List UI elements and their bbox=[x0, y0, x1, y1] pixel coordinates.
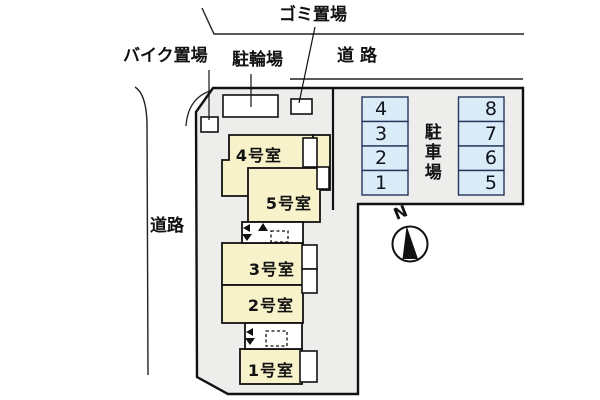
north-needle-edge bbox=[402, 226, 408, 260]
building-block-room3 bbox=[221, 242, 304, 286]
parking-space-7: 7 bbox=[484, 122, 497, 145]
room-label-5: 5号室 bbox=[265, 194, 313, 213]
parking-space-6: 6 bbox=[484, 147, 497, 169]
building-block-room5 bbox=[247, 167, 321, 223]
road-edge-top-upper bbox=[201, 7, 524, 35]
building-block-room1 bbox=[239, 348, 303, 385]
parking-cell-7 bbox=[457, 120, 505, 147]
parking-cell-5 bbox=[457, 169, 505, 196]
arrow-down-icon bbox=[245, 338, 255, 345]
parking-space-5: 5 bbox=[484, 171, 497, 194]
parking-cells bbox=[361, 96, 505, 196]
room-label-1: 1号室 bbox=[247, 361, 295, 380]
parking-lot-label: 駐車場 bbox=[420, 123, 441, 183]
stair-dashed-box bbox=[270, 230, 289, 243]
parking-cell-8 bbox=[457, 96, 505, 123]
entrance-notch bbox=[316, 166, 330, 190]
road-edge-left bbox=[134, 86, 149, 376]
garbage-area-label: ゴミ置場 bbox=[279, 5, 347, 25]
entrance-notch bbox=[299, 350, 318, 383]
north-needle-icon bbox=[403, 227, 418, 259]
room-label-3: 3号室 bbox=[248, 260, 296, 279]
bicycle-area-label: 駐輪場 bbox=[232, 50, 283, 70]
parking-space-2: 2 bbox=[374, 147, 388, 169]
parking-cell-1 bbox=[361, 169, 409, 196]
garbage-box bbox=[290, 98, 313, 115]
parking-space-8: 8 bbox=[484, 98, 497, 120]
entrance-notches bbox=[299, 137, 330, 383]
parking-cell-3 bbox=[361, 120, 409, 147]
garbage-leader-line bbox=[298, 26, 316, 104]
parking-space-1: 1 bbox=[374, 171, 388, 194]
parking-space-4: 4 bbox=[374, 98, 388, 120]
bike-area-label: バイク置場 bbox=[123, 46, 208, 66]
parking-cell-2 bbox=[361, 145, 409, 172]
building bbox=[221, 134, 331, 385]
entrance-notch bbox=[301, 268, 318, 294]
arrow-up-icon bbox=[258, 223, 268, 231]
room-label-4: 4号室 bbox=[235, 146, 283, 165]
arrow-down-icon bbox=[242, 234, 252, 241]
compass bbox=[391, 225, 429, 263]
arrow-left-icon bbox=[246, 328, 253, 336]
parking-space-3: 3 bbox=[374, 122, 388, 145]
room-label-2: 2号室 bbox=[247, 296, 295, 315]
road-top-label: 道路 bbox=[337, 46, 383, 66]
stair-dashed-box bbox=[265, 330, 288, 347]
building-block-room2 bbox=[221, 284, 304, 324]
road-left-label: 道路 bbox=[150, 216, 184, 236]
entrance-notch bbox=[302, 137, 318, 168]
arrow-left-icon bbox=[243, 224, 250, 232]
